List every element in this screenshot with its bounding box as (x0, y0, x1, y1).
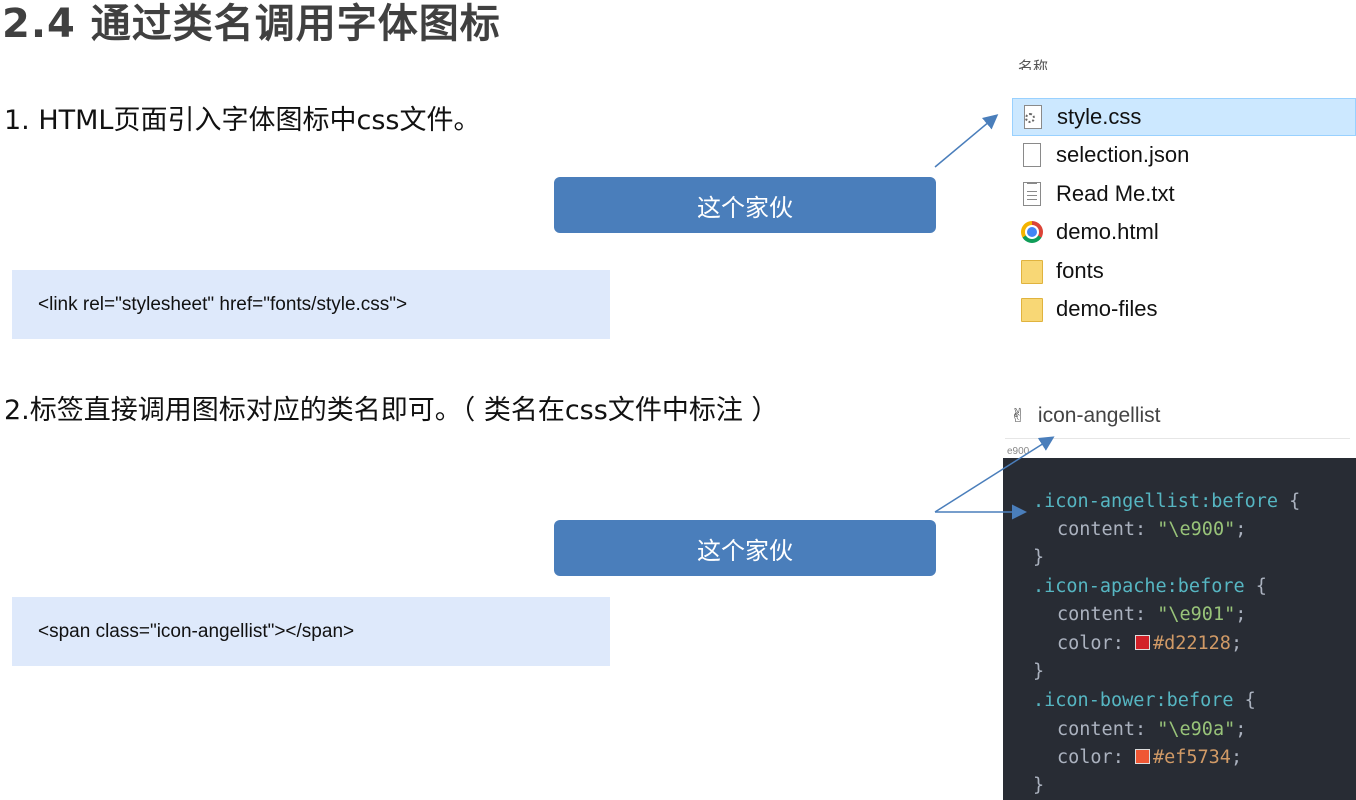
step-1-text: 1. HTML页面引入字体图标中css文件。 (4, 105, 481, 136)
arrow-to-style-css (934, 114, 999, 168)
color-swatch (1134, 749, 1150, 764)
code-line: color: #d22128; (1057, 633, 1243, 654)
file-row-fonts[interactable]: fonts (1012, 252, 1356, 290)
file-row-demo-files[interactable]: demo-files (1012, 290, 1356, 328)
code-line: .icon-angellist:before { (1033, 491, 1301, 512)
file-name: style.css (1057, 104, 1142, 129)
code-line: } (1033, 775, 1045, 796)
step-2-text: 2.标签直接调用图标对应的类名即可。（ 类名在css文件中标注 ） (4, 395, 779, 426)
file-name: fonts (1056, 258, 1104, 283)
file-row-readme[interactable]: Read Me.txt (1012, 175, 1356, 213)
code-line: .icon-apache:before { (1033, 576, 1267, 597)
span-code-box: <span class="icon-angellist"></span> (12, 597, 610, 666)
code-line: content: "\e901"; (1057, 604, 1247, 625)
preview-divider (1005, 438, 1350, 439)
link-code-box: <link rel="stylesheet" href="fonts/style… (12, 270, 610, 339)
file-name: selection.json (1056, 142, 1190, 167)
code-line: content: "\e900"; (1057, 519, 1247, 540)
icon-preview-name: icon-angellist (1037, 404, 1161, 427)
folder-icon (1020, 296, 1044, 322)
file-row-demo-html[interactable]: demo.html (1012, 213, 1356, 251)
icon-preview-code: e900 (1007, 446, 1030, 457)
callout-2-label: 这个家伙 (697, 536, 793, 565)
file-row-selection-json[interactable]: selection.json (1012, 136, 1356, 174)
code-line: content: "\e90a"; (1057, 719, 1247, 740)
link-code-text: <link rel="stylesheet" href="fonts/style… (38, 293, 408, 315)
code-line: } (1033, 661, 1045, 682)
code-line: color: #ef5734; (1057, 747, 1243, 768)
file-name: Read Me.txt (1056, 181, 1175, 206)
chrome-icon (1020, 219, 1044, 245)
span-code-text: <span class="icon-angellist"></span> (38, 620, 355, 642)
color-swatch (1134, 635, 1150, 650)
file-name: demo-files (1056, 296, 1158, 321)
file-name: demo.html (1056, 219, 1159, 244)
code-line: } (1033, 547, 1045, 568)
callout-2: 这个家伙 (554, 520, 936, 576)
callout-1-label: 这个家伙 (697, 193, 793, 222)
victory-hand-icon: ✌ (1010, 405, 1026, 427)
callout-1: 这个家伙 (554, 177, 936, 233)
folder-icon (1020, 258, 1044, 284)
css-settings-file-icon (1021, 104, 1045, 130)
code-line: .icon-bower:before { (1033, 690, 1256, 711)
css-code-panel: .icon-angellist:before { content: "\e900… (1003, 458, 1356, 800)
icon-preview: ✌ icon-angellist (1010, 404, 1161, 428)
page-title: 2.4 通过类名调用字体图标 (2, 1, 501, 47)
text-file-icon (1020, 181, 1044, 207)
arrow-to-icon-name (934, 436, 1055, 513)
blank-file-icon (1020, 142, 1044, 168)
file-row-style-css[interactable]: style.css (1012, 98, 1356, 136)
explorer-name-header: 名称 (1018, 58, 1049, 70)
